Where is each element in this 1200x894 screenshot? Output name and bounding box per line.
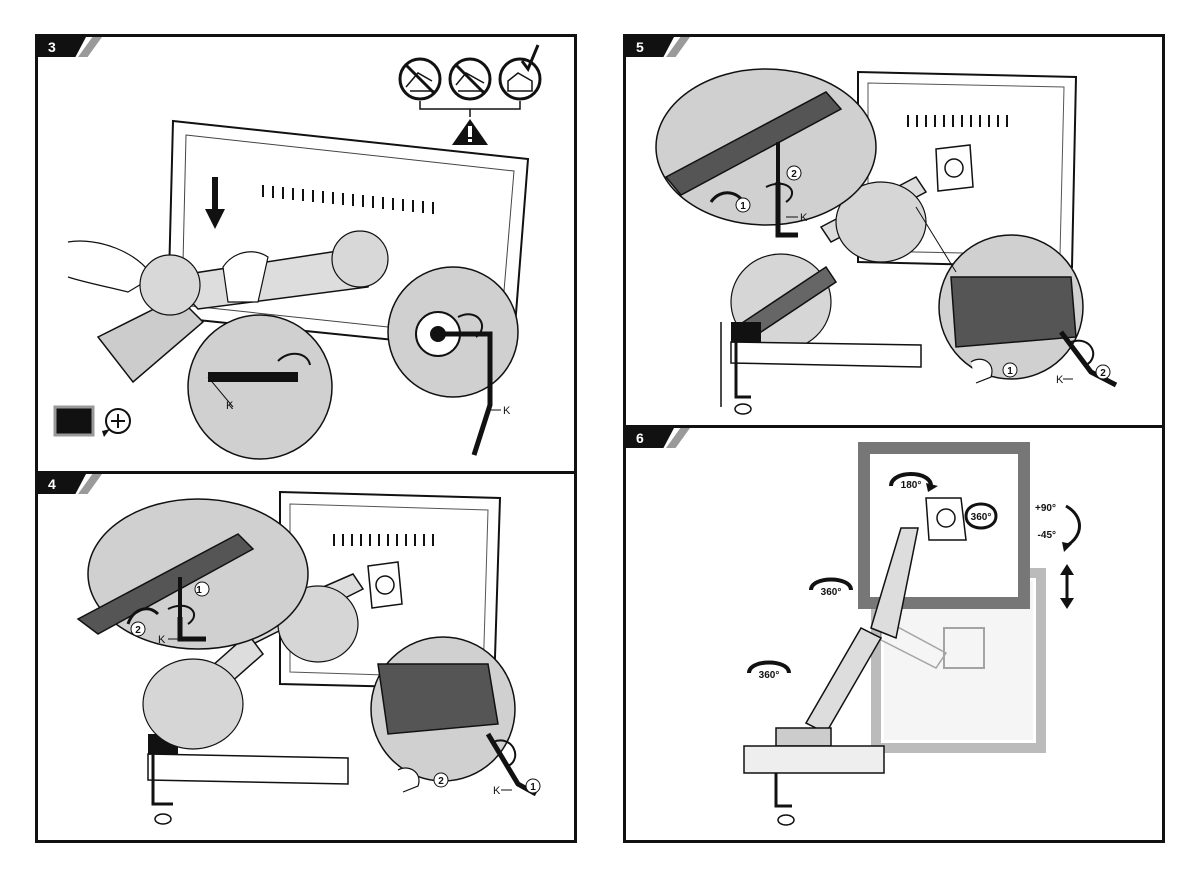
step-number: 4	[48, 476, 56, 492]
vesa-plate	[935, 144, 974, 192]
check-icon	[498, 44, 542, 101]
svg-text:K: K	[503, 405, 511, 417]
step-number: 6	[636, 430, 644, 446]
step-4-illustration: 1 2 K 1 2 K	[76, 490, 541, 825]
step-6-panel: 6 180° 360°	[623, 425, 1165, 843]
badge-2: 2	[135, 625, 141, 636]
hex-key-label: K	[226, 400, 234, 412]
svg-text:K: K	[158, 634, 166, 646]
svg-text:1: 1	[1007, 366, 1013, 377]
prohibited-icon	[448, 57, 492, 101]
rotate-plus-icon	[102, 408, 131, 437]
tilt-down-label: -45°	[1038, 530, 1056, 541]
vertical-arrow-icon	[1060, 564, 1074, 609]
step-4-panel: 4 1	[35, 471, 577, 843]
monitor-icon	[53, 405, 95, 437]
step-6-illustration: 180° 360° 360° 360° +90° -45°	[743, 442, 1081, 826]
svg-text:1: 1	[530, 782, 536, 793]
rotation-arrow-icon	[747, 660, 791, 674]
step-3-illustration: K K	[53, 44, 542, 460]
svg-text:1: 1	[740, 201, 746, 212]
svg-text:2: 2	[1100, 368, 1106, 379]
svg-text:K: K	[800, 212, 808, 224]
arrow-down-icon	[205, 177, 225, 229]
step-number: 3	[48, 39, 56, 55]
warning-icon	[452, 119, 488, 145]
badge-1: 1	[196, 585, 202, 596]
step-5-panel: 5 1	[623, 34, 1165, 429]
svg-text:K: K	[493, 785, 501, 797]
prohibited-icon	[398, 57, 442, 101]
svg-text:2: 2	[438, 776, 444, 787]
svg-text:2: 2	[791, 169, 797, 180]
vesa-plate	[367, 561, 403, 609]
svg-text:360°: 360°	[821, 587, 842, 598]
flip-180-label: 180°	[901, 480, 922, 491]
tilt-up-label: +90°	[1035, 503, 1056, 514]
rotation-arrow-icon	[809, 577, 853, 591]
rotation-arrow-icon	[964, 502, 998, 530]
rotation-arrow-icon	[889, 472, 938, 492]
step-5-illustration: 1 2 K 2 1 K	[655, 68, 1118, 415]
swivel-360-label: 360°	[971, 512, 992, 523]
vesa-plate	[925, 497, 967, 541]
rotation-arrow-icon	[1062, 504, 1081, 552]
step-number: 5	[636, 39, 644, 55]
svg-text:360°: 360°	[759, 670, 780, 681]
step-3-panel: 3	[35, 34, 577, 475]
svg-text:K: K	[1056, 374, 1064, 386]
